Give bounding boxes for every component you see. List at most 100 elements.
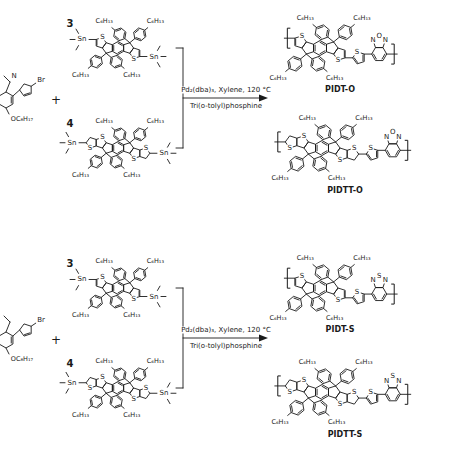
bond-line — [123, 133, 125, 138]
ring-outline — [311, 56, 325, 71]
ring-outline — [302, 42, 314, 54]
bond-line — [91, 300, 93, 305]
substituent-label: C₆H₁₃ — [352, 255, 371, 262]
ring-outline — [20, 84, 32, 96]
bond-line — [322, 142, 327, 145]
atom-label: S — [299, 272, 305, 279]
ring-outline — [112, 42, 123, 55]
bond-line — [143, 131, 145, 136]
bond-line — [303, 154, 309, 159]
bond-line — [351, 265, 354, 268]
ring-outline — [315, 25, 329, 40]
ring-outline — [314, 41, 327, 56]
ring-outline — [326, 282, 338, 294]
bond-line — [376, 151, 377, 157]
bond-line — [354, 58, 357, 63]
bond-line — [319, 298, 323, 302]
bond-line — [13, 90, 20, 96]
bond-line — [364, 294, 372, 295]
bond-line — [121, 66, 124, 69]
ring-outline — [134, 128, 146, 141]
bond-line — [321, 402, 325, 406]
atom-label: Sn — [67, 379, 78, 386]
bond-line — [341, 36, 346, 38]
ring-group — [0, 25, 400, 415]
atom-label: S — [130, 395, 136, 402]
bond-line — [176, 388, 183, 389]
substituent-label: C₆H₁₃ — [122, 171, 141, 178]
bond-line — [118, 390, 122, 392]
bond-line — [95, 297, 100, 299]
bond-line — [130, 279, 135, 283]
bond-line — [382, 54, 385, 59]
bond-line — [315, 125, 318, 128]
atom-label: S — [99, 34, 105, 41]
bond-line — [320, 282, 325, 285]
substituent-label: OC₈H₁₇ — [10, 356, 34, 363]
bond-line — [115, 405, 120, 407]
bond-line — [291, 406, 293, 412]
bond-line — [183, 98, 262, 99]
bond-line — [136, 138, 141, 140]
bond-line — [13, 330, 20, 336]
bond-line — [322, 151, 327, 154]
bond-line — [291, 162, 293, 168]
bond-line — [115, 276, 119, 279]
polymer-bracket — [391, 284, 394, 304]
bond-line — [96, 280, 97, 285]
bond-line — [275, 141, 286, 142]
bond-line — [312, 300, 314, 306]
bond-line — [183, 338, 262, 339]
atom-label: S — [354, 288, 360, 295]
bond-line — [308, 154, 314, 159]
bond-line — [306, 54, 312, 59]
bond-line — [91, 160, 93, 165]
bond-line — [334, 277, 340, 282]
ring-outline — [385, 144, 400, 157]
ring-outline — [314, 281, 327, 296]
ring-outline — [338, 265, 352, 280]
ring-outline — [112, 282, 123, 295]
atom-label: S — [99, 374, 105, 381]
bond-line — [294, 58, 299, 60]
bond-line — [106, 53, 111, 57]
bond-line — [95, 57, 100, 59]
bond-line — [286, 69, 289, 72]
atom-label: S — [143, 385, 149, 392]
bond-line — [118, 290, 122, 292]
bond-line — [136, 38, 141, 40]
bond-line — [115, 305, 120, 307]
bond-line — [298, 166, 302, 170]
atom-label: Br — [36, 317, 46, 324]
bond-line — [113, 46, 114, 51]
bond-line — [345, 297, 353, 298]
ring-outline — [290, 156, 304, 171]
bond-line — [121, 406, 124, 409]
substituent-label: C₆H₁₃ — [296, 15, 315, 22]
ring-outline — [290, 400, 304, 415]
atom-label: S — [299, 32, 305, 39]
bond-line — [294, 298, 299, 300]
bond-line — [342, 127, 346, 131]
bond-line — [320, 291, 325, 294]
ring-outline — [315, 265, 329, 280]
atom-label: Br — [36, 77, 46, 84]
atom-label: S — [354, 48, 360, 55]
bond-line — [288, 169, 291, 172]
atom-label: N — [382, 277, 389, 284]
polymer-name: PIDTT-S — [327, 431, 363, 439]
bond-line — [387, 150, 390, 155]
bond-line — [275, 385, 286, 386]
ring-outline — [114, 28, 126, 41]
bond-line — [140, 296, 147, 297]
bond-line — [116, 370, 121, 372]
bond-line — [97, 403, 101, 406]
atom-label: Sn — [159, 150, 170, 157]
bond-line — [315, 369, 318, 372]
atom-label: Sn — [149, 293, 160, 300]
bond-line — [328, 130, 330, 136]
substituent-label: C₆H₁₃ — [270, 419, 289, 426]
ring-outline — [313, 156, 327, 171]
bond-line — [113, 386, 114, 391]
bond-line — [317, 67, 322, 69]
